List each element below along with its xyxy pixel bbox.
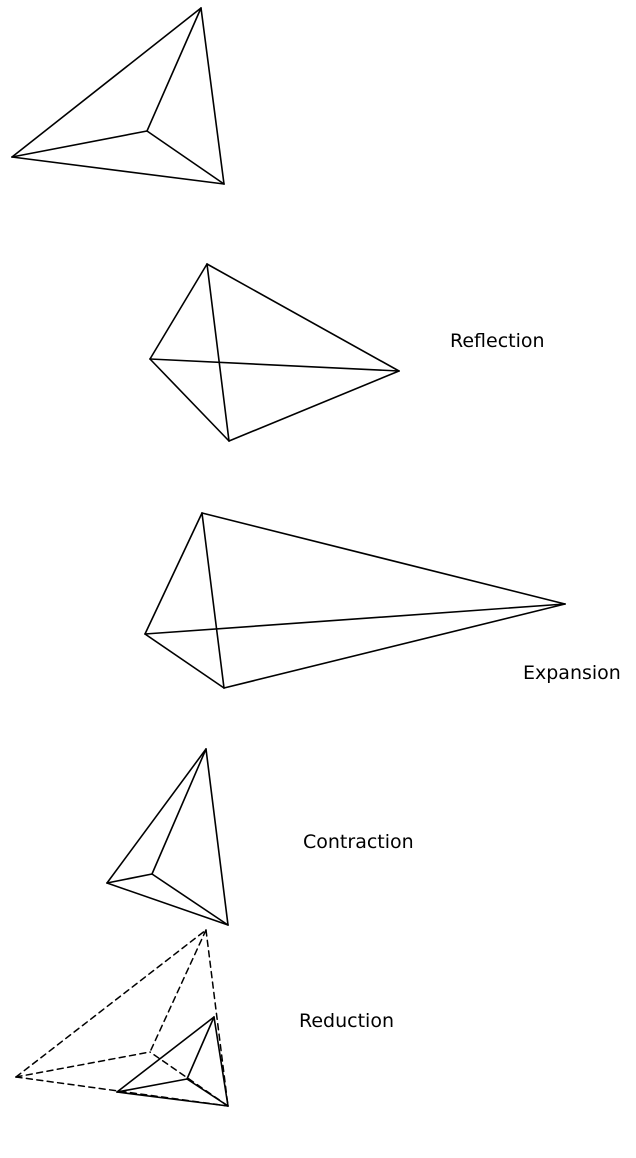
edge — [106, 748, 207, 884]
edge — [149, 358, 400, 372]
edge — [201, 512, 225, 689]
edge — [144, 603, 566, 635]
edge — [151, 748, 207, 875]
edge — [200, 7, 225, 185]
reflection-simplex — [149, 263, 400, 442]
expansion-label: Expansion — [523, 662, 621, 684]
original-simplex — [11, 7, 225, 185]
reduction-original-dashed-simplex — [15, 929, 229, 1107]
edge — [186, 1078, 229, 1107]
edge — [146, 7, 202, 132]
edge — [146, 130, 225, 185]
edge — [201, 512, 566, 605]
edge — [116, 1091, 229, 1107]
dashed-edge — [15, 929, 207, 1078]
expansion-simplex — [144, 512, 566, 689]
dashed-edge — [149, 929, 207, 1053]
edge — [144, 633, 225, 689]
edge — [11, 7, 202, 158]
edge — [151, 873, 229, 926]
edge — [205, 748, 229, 926]
reflection-label: Reflection — [450, 330, 545, 352]
dashed-edge — [205, 929, 229, 1107]
edge — [223, 603, 566, 689]
edge — [213, 1016, 229, 1107]
edge — [106, 882, 229, 926]
contraction-simplex — [106, 748, 229, 926]
edge — [149, 358, 230, 442]
edge — [206, 263, 400, 372]
edge — [11, 156, 225, 185]
contraction-label: Contraction — [303, 831, 414, 853]
reduction-label: Reduction — [299, 1010, 394, 1032]
dashed-edge — [15, 1051, 151, 1078]
reduction-simplex — [116, 1016, 229, 1107]
edge — [206, 263, 230, 442]
edge — [144, 512, 203, 635]
edge — [186, 1016, 215, 1080]
edge — [106, 873, 153, 884]
edge — [149, 263, 208, 360]
edge — [116, 1078, 188, 1093]
edge — [116, 1016, 215, 1093]
edge — [228, 370, 400, 442]
edge — [11, 130, 148, 158]
